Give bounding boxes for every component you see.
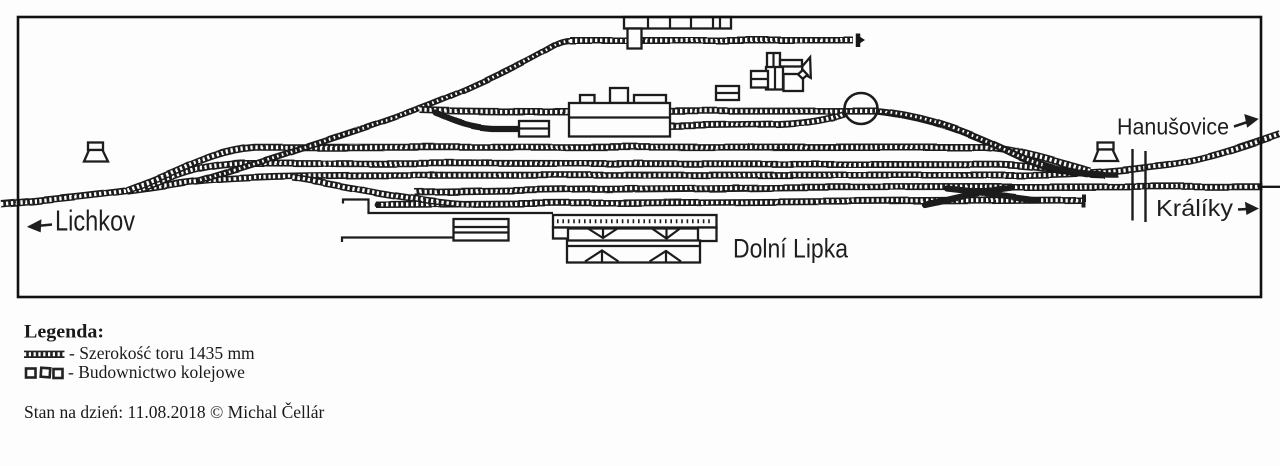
svg-text:Králíky: Králíky	[1156, 195, 1234, 221]
svg-text:Stan na dzień: 11.08.2018 © Mi: Stan na dzień: 11.08.2018 © Michal Čellá…	[24, 402, 325, 422]
svg-text:Legenda:: Legenda:	[24, 323, 104, 343]
svg-text:- Szerokość toru 1435 mm: - Szerokość toru 1435 mm	[69, 343, 255, 363]
svg-text:Lichkov: Lichkov	[55, 206, 135, 238]
svg-text:Dolní Lipka: Dolní Lipka	[733, 234, 849, 264]
svg-text:- Budownictwo kolejowe: - Budownictwo kolejowe	[68, 362, 245, 382]
svg-text:Hanušovice: Hanušovice	[1117, 114, 1229, 140]
